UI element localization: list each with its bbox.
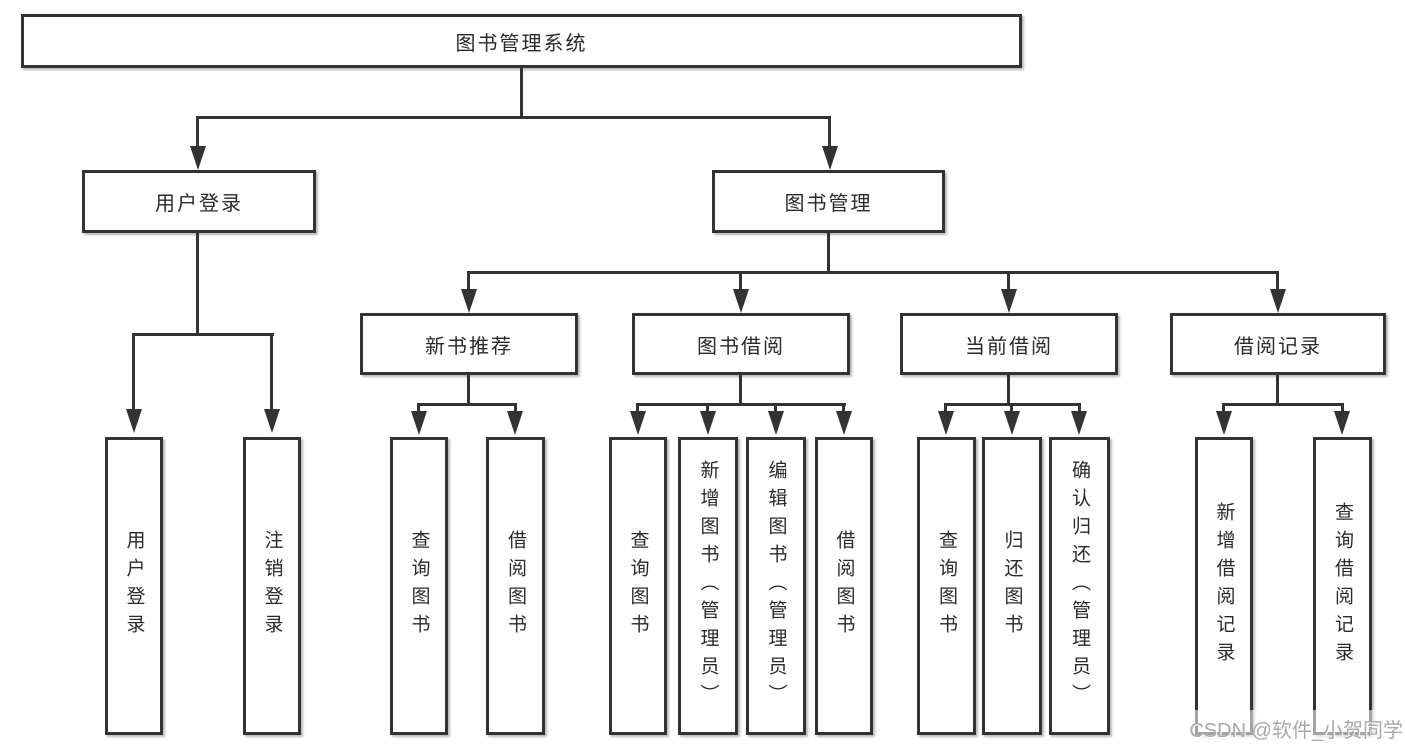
- connector-line: [467, 271, 470, 291]
- connector-line: [417, 403, 420, 415]
- arrow-down-icon: [630, 411, 646, 435]
- arrow-down-icon: [1270, 289, 1286, 313]
- arrow-down-icon: [1334, 411, 1350, 435]
- arrow-down-icon: [1004, 411, 1020, 435]
- connector-line: [1341, 403, 1344, 415]
- leaf-query-books-borrowing: 查询图书: [609, 437, 667, 735]
- leaf-return-book: 归还图书: [982, 437, 1042, 735]
- connector-line: [132, 333, 274, 336]
- leaf-borrow-books-recommend: 借阅图书: [486, 437, 545, 735]
- leaf-borrow-books-borrowing: 借阅图书: [815, 437, 873, 735]
- arrow-down-icon: [700, 411, 716, 435]
- node-user-login: 用户登录: [82, 170, 316, 233]
- arrow-down-icon: [507, 411, 523, 435]
- leaf-add-borrow-record: 新增借阅记录: [1195, 437, 1253, 735]
- connector-line: [706, 403, 709, 415]
- connector-line: [1007, 271, 1010, 291]
- leaf-confirm-return-admin: 确认归还（管理员）: [1049, 437, 1110, 735]
- arrow-down-icon: [1001, 289, 1017, 313]
- arrow-down-icon: [190, 146, 206, 170]
- connector-line: [842, 403, 845, 415]
- connector-line: [1222, 403, 1344, 406]
- connector-line: [739, 375, 742, 406]
- leaf-add-book-admin: 新增图书（管理员）: [678, 437, 738, 735]
- arrow-down-icon: [822, 146, 838, 170]
- leaf-logout: 注销登录: [243, 437, 301, 735]
- arrow-down-icon: [1216, 411, 1232, 435]
- node-borrowing-records: 借阅记录: [1170, 313, 1386, 375]
- connector-line: [636, 403, 846, 406]
- connector-line: [196, 116, 831, 119]
- arrow-down-icon: [733, 289, 749, 313]
- node-root: 图书管理系统: [21, 14, 1022, 68]
- arrow-down-icon: [264, 409, 280, 433]
- connector-line: [828, 116, 831, 150]
- connector-line: [196, 116, 199, 150]
- connector-line: [1276, 271, 1279, 291]
- leaf-edit-book-admin: 编辑图书（管理员）: [746, 437, 806, 735]
- connector-line: [1078, 403, 1081, 415]
- connector-line: [417, 403, 517, 406]
- connector-line: [636, 403, 639, 415]
- connector-line: [1276, 375, 1279, 406]
- connector-line: [196, 233, 199, 336]
- connector-line: [774, 403, 777, 415]
- connector-line: [1007, 375, 1010, 406]
- node-new-book-recommendation: 新书推荐: [360, 313, 578, 375]
- leaf-query-borrow-record: 查询借阅记录: [1313, 437, 1372, 735]
- node-current-borrowing: 当前借阅: [900, 313, 1118, 375]
- arrow-down-icon: [411, 411, 427, 435]
- connector-line: [520, 68, 523, 116]
- leaf-query-books-current: 查询图书: [917, 437, 976, 735]
- connector-line: [1222, 403, 1225, 415]
- arrow-down-icon: [126, 409, 142, 433]
- leaf-query-books-recommend: 查询图书: [390, 437, 448, 735]
- connector-line: [514, 403, 517, 415]
- arrow-down-icon: [1071, 411, 1087, 435]
- leaf-user-login: 用户登录: [105, 437, 163, 735]
- connector-line: [827, 233, 830, 274]
- connector-line: [467, 271, 1279, 274]
- connector-line: [739, 271, 742, 291]
- connector-line: [1010, 403, 1013, 415]
- connector-line: [270, 333, 273, 411]
- watermark: CSDN @软件_小贺同学: [1180, 710, 1405, 747]
- arrow-down-icon: [938, 411, 954, 435]
- node-book-borrowing: 图书借阅: [632, 313, 850, 375]
- connector-line: [467, 375, 470, 406]
- connector-line: [944, 403, 947, 415]
- arrow-down-icon: [461, 289, 477, 313]
- arrow-down-icon: [836, 411, 852, 435]
- connector-line: [132, 333, 135, 411]
- node-book-management: 图书管理: [712, 170, 945, 233]
- arrow-down-icon: [768, 411, 784, 435]
